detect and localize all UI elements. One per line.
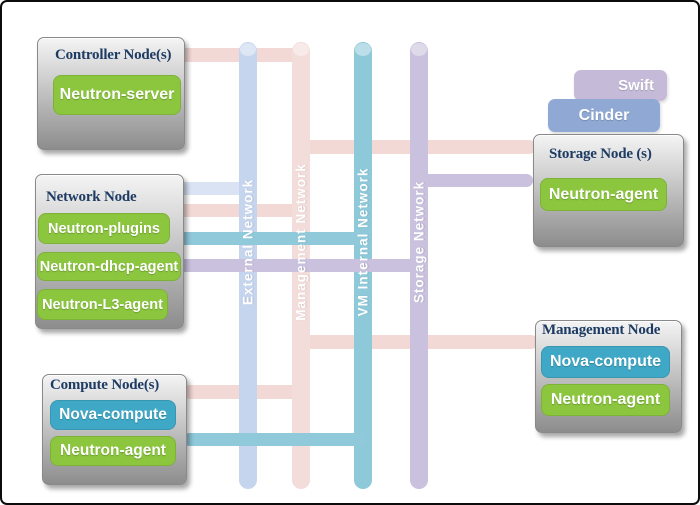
service-chip-nova-compute: Nova-compute	[50, 400, 176, 430]
link-network-node-to-external-network	[178, 182, 250, 195]
service-chip-neutron-server: Neutron-server	[53, 75, 181, 115]
bus-label-external-network: External Network	[240, 178, 256, 306]
link-compute-node-to-vm-internal-network	[183, 433, 366, 446]
node-management: Management Node Nova-compute Neutron-age…	[535, 320, 682, 433]
node-title-compute: Compute Node(s)	[50, 377, 160, 393]
chip-cinder: Cinder	[548, 99, 660, 132]
service-chip-neutron-agent: Neutron-agent	[541, 384, 670, 416]
link-network-node-to-storage-network	[178, 259, 422, 272]
bus-label-vm-internal-network: VM Internal Network	[355, 167, 371, 317]
service-chip-neutron-l3-agent: Neutron-L3-agent	[37, 289, 168, 320]
service-chip-neutron-agent: Neutron-agent	[540, 178, 667, 211]
node-title-management: Management Node	[542, 322, 661, 338]
link-network-node-to-vm-internal-network	[178, 232, 366, 245]
node-title-network: Network Node	[46, 189, 137, 205]
node-network: Network Node Neutron-plugins Neutron-dhc…	[35, 174, 184, 329]
node-compute: Compute Node(s) Nova-compute Neutron-age…	[42, 374, 187, 485]
node-title-storage: Storage Node (s)	[549, 146, 652, 162]
service-chip-nova-compute: Nova-compute	[541, 346, 670, 378]
bus-label-management-network: Management Network	[293, 163, 309, 321]
node-title-controller: Controller Node(s)	[55, 47, 172, 63]
node-storage: Storage Node (s) Neutron-agent	[533, 134, 684, 247]
service-chip-neutron-dhcp-agent: Neutron-dhcp-agent	[37, 252, 181, 281]
service-chip-neutron-plugins: Neutron-plugins	[38, 213, 170, 244]
chip-swift: Swift	[574, 70, 667, 101]
link-storage-network-to-storage-node	[414, 174, 533, 187]
node-controller: Controller Node(s) Neutron-server	[37, 37, 185, 150]
service-chip-neutron-agent: Neutron-agent	[50, 436, 176, 466]
bus-label-storage-network: Storage Network	[411, 180, 427, 304]
